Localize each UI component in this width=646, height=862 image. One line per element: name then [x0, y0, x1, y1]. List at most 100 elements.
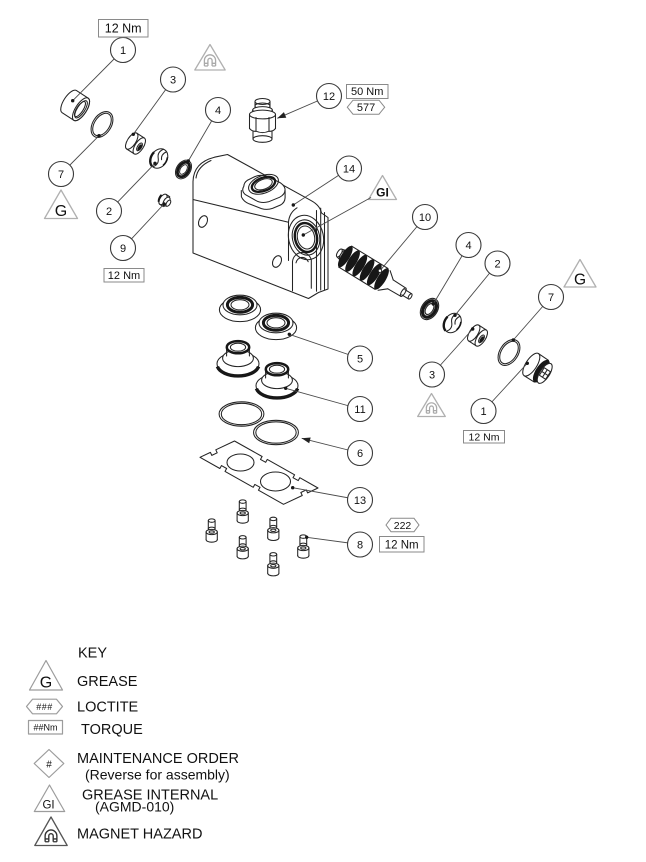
part-plug-screw [157, 193, 172, 208]
svg-text:1: 1 [480, 406, 486, 418]
callout-13: 13 [291, 486, 374, 514]
svg-text:50 Nm: 50 Nm [351, 86, 383, 98]
part-shaft-seal-left [170, 155, 197, 184]
svg-text:7: 7 [548, 292, 554, 304]
svg-text:12 Nm: 12 Nm [105, 21, 142, 35]
svg-text:GI: GI [42, 800, 54, 812]
svg-text:#: # [46, 759, 52, 770]
grease-symbol-letter: G [574, 272, 586, 289]
key-grease-label: GREASE [77, 674, 138, 690]
part-end-cap-right [522, 352, 553, 384]
part-valve-cap-b [254, 361, 300, 400]
grease-symbol-right: G [563, 258, 597, 289]
callout-7-right: 7 [511, 283, 565, 342]
svg-text:10: 10 [419, 212, 431, 224]
key-grease-internal-label: GREASE INTERNAL [82, 788, 218, 804]
callout-3-left: 3 [131, 66, 187, 136]
callout-2-right: 2 [453, 250, 511, 317]
torque-label-fitting: 50 Nm [346, 84, 389, 99]
torque-label-bottom: 12 Nm [379, 536, 425, 553]
callout-1-left: 1 [71, 36, 137, 103]
callout-9: 9 [109, 202, 166, 262]
callout-4-left: 4 [186, 96, 232, 163]
key-torque-symbol: ##Nm [27, 719, 64, 735]
part-spacer-right [464, 322, 491, 349]
part-diaphragm-seat-a [217, 293, 263, 324]
parts-layer [60, 89, 553, 577]
key-maintenance-symbol: # [33, 748, 65, 779]
callout-1-right: 1 [470, 361, 529, 425]
grease-internal-symbol: GI [367, 174, 398, 201]
key-grease-internal-sublabel: (AGMD-010) [95, 799, 174, 815]
key-maintenance-sublabel: (Reverse for assembly) [85, 767, 230, 783]
key-title: KEY [78, 646, 107, 662]
svg-text:8: 8 [357, 539, 363, 551]
torque-label-top-left: 12 Nm [98, 19, 149, 38]
part-oring-bottom-b [253, 419, 299, 446]
labels-layer: 12 Nm 12 Nm 50 Nm 577 12 Nm 222 12 Nm [98, 19, 505, 553]
callout-gi-leader [301, 197, 372, 237]
key-grease-symbol: G [28, 659, 64, 692]
part-screws [205, 499, 310, 577]
grease-symbol-left: G [43, 189, 79, 220]
svg-text:2: 2 [494, 258, 500, 270]
part-gasket [199, 440, 319, 505]
callouts-layer: 1 3 4 7 2 9 12 14 [47, 36, 565, 558]
svg-text:14: 14 [343, 163, 355, 175]
part-diaphragm-seat-b [253, 311, 299, 342]
callout-12: 12 [277, 82, 343, 119]
part-valve-cap-a [215, 339, 261, 378]
svg-text:12: 12 [323, 91, 335, 103]
callout-8: 8 [305, 531, 374, 558]
loctite-label-fitting: 577 [346, 99, 386, 115]
key-torque-label: TORQUE [81, 722, 143, 738]
grease-internal-symbol-letters: GI [376, 186, 389, 200]
svg-text:12 Nm: 12 Nm [469, 431, 500, 443]
svg-text:5: 5 [357, 353, 363, 365]
part-magnet-rotor [335, 245, 413, 300]
part-housing [192, 153, 329, 300]
svg-text:###: ### [36, 702, 53, 712]
svg-text:1: 1 [120, 45, 126, 57]
key-legend: KEY G GREASE ### LOCTITE ##Nm TORQUE # M… [25, 646, 239, 847]
loctite-label-bottom: 222 [385, 517, 420, 533]
svg-text:2: 2 [106, 206, 112, 218]
svg-text:11: 11 [354, 404, 365, 416]
svg-text:G: G [40, 675, 52, 692]
magnet-hazard-symbol-top [194, 43, 226, 71]
svg-text:9: 9 [120, 243, 126, 255]
callout-11: 11 [284, 386, 374, 423]
key-maintenance-label: MAINTENANCE ORDER [77, 751, 239, 767]
torque-label-left: 12 Nm [103, 268, 145, 283]
svg-text:3: 3 [170, 74, 176, 86]
part-oring-right [493, 335, 525, 370]
part-shaft-seal-right [414, 293, 445, 325]
part-end-cap-left [60, 89, 91, 122]
svg-text:4: 4 [215, 105, 221, 117]
svg-text:12 Nm: 12 Nm [385, 539, 419, 551]
callout-4-right: 4 [431, 231, 482, 306]
callout-2-left: 2 [95, 161, 157, 225]
key-magnet-symbol [34, 816, 68, 847]
callout-5: 5 [287, 332, 374, 372]
svg-text:222: 222 [394, 520, 412, 532]
key-magnet-label: MAGNET HAZARD [77, 827, 202, 843]
svg-text:6: 6 [357, 448, 363, 460]
callout-3-right: 3 [418, 327, 475, 388]
callout-14: 14 [291, 155, 363, 207]
key-grease-internal-symbol: GI [33, 784, 66, 813]
part-fitting [248, 97, 277, 143]
part-oring-bottom-a [218, 401, 265, 427]
callout-10: 10 [377, 203, 439, 273]
svg-text:4: 4 [465, 240, 471, 252]
svg-text:577: 577 [357, 102, 375, 114]
part-clip-right [438, 308, 467, 338]
key-loctite-label: LOCTITE [77, 700, 139, 716]
callout-6: 6 [301, 437, 374, 467]
callout-7-left: 7 [47, 134, 101, 188]
grease-symbol-letter: G [55, 203, 67, 220]
torque-label-right: 12 Nm [463, 430, 505, 444]
svg-text:12 Nm: 12 Nm [108, 270, 140, 282]
